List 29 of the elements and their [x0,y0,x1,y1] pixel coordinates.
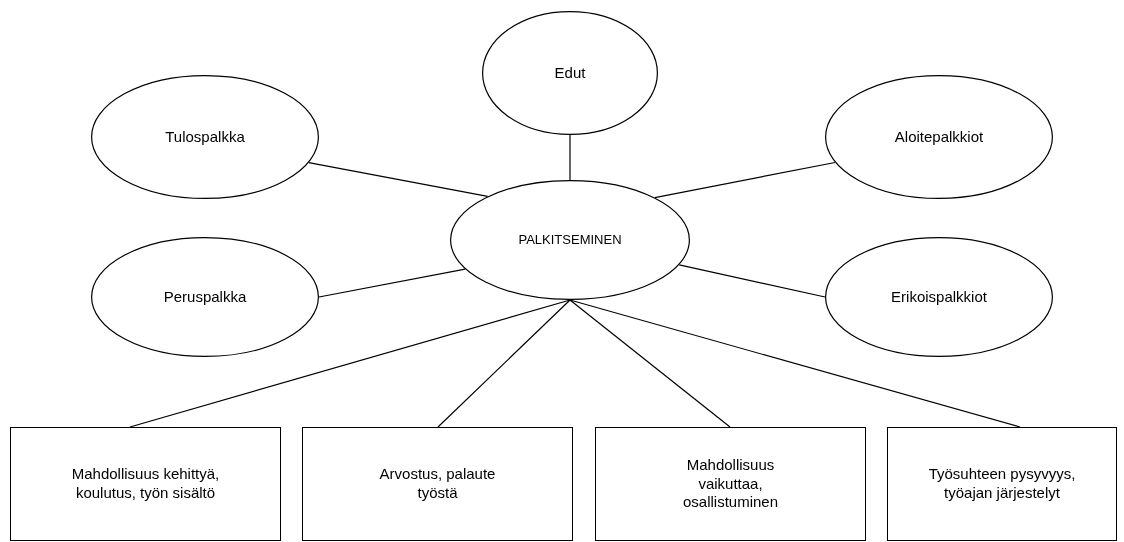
connector-line [318,268,466,298]
ellipse-node [450,180,690,300]
node-label: Peruspalkka [163,287,247,307]
text-box [595,427,866,541]
node-label: Edut [554,63,586,83]
connector-line [569,299,731,428]
connector-line [308,162,489,197]
node-label: Arvostus, palaute työstä [378,465,497,503]
node-label: Tulospalkka [165,127,245,147]
node-label: Työsuhteen pysyvyys, työajan järjestelyt [927,465,1077,503]
text-box [10,427,281,541]
connector-line [654,161,836,199]
ellipse-node [825,237,1053,357]
connector-line [437,299,571,428]
text-box [302,427,573,541]
ellipse-node [91,237,319,357]
node-label: Mahdollisuus kehittyä, koulutus, työn sisältö [70,465,221,503]
connector-line [129,299,571,428]
node-label: Mahdollisuus vaikuttaa, osallistuminen [681,455,779,513]
ellipse-node [482,11,658,135]
connector-line [569,134,571,181]
node-label: Erikoispalkkiot [891,287,987,307]
connector-line [569,299,1021,428]
ellipse-node [91,75,319,199]
connector-line [678,264,826,298]
ellipse-node [825,75,1053,199]
node-label: PALKITSEMINEN [518,231,622,249]
node-label: Aloitepalkkiot [894,127,984,147]
text-box [887,427,1117,541]
